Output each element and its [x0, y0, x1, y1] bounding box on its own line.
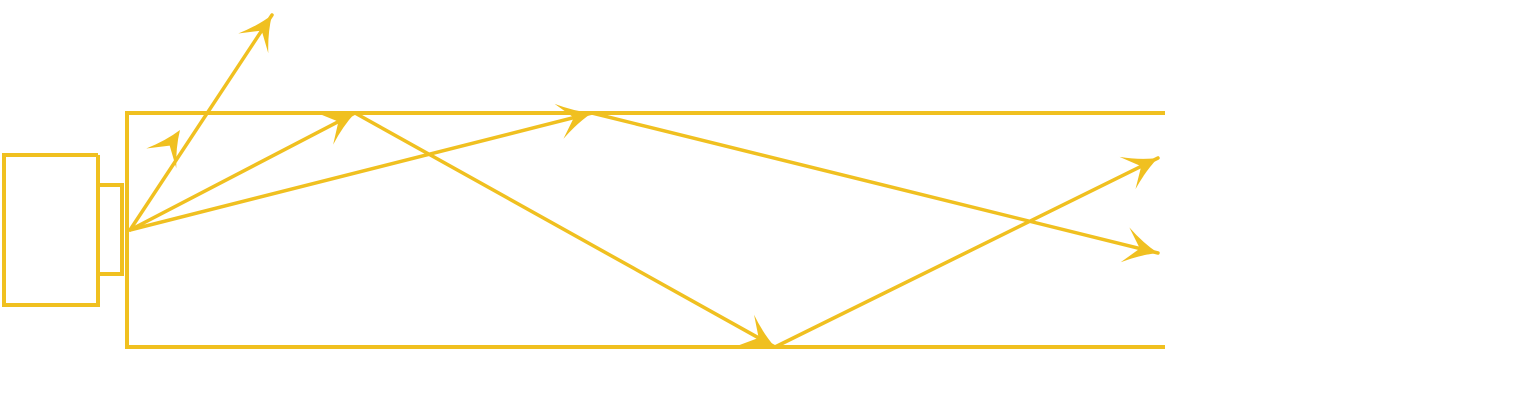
steep-ray-arrowhead-2 — [736, 314, 775, 347]
escaping-ray-arrowhead-1 — [238, 15, 272, 54]
steep-ray-arrowhead-1 — [316, 112, 355, 145]
escaping-ray-mid-arrowhead-1 — [146, 130, 180, 169]
light-source-box — [2, 153, 100, 307]
steep-ray-segment-reflected — [773, 156, 1160, 349]
shallow-ray-arrowhead-2 — [1120, 227, 1158, 263]
escaping-ray-segment-1 — [128, 13, 274, 232]
waveguide-channel — [125, 111, 1165, 349]
steep-ray-arrowhead-reflected — [1119, 156, 1158, 190]
shallow-ray-segment-1 — [128, 111, 594, 232]
shallow-ray-segment-2 — [590, 111, 1160, 255]
steep-ray-segment-1 — [128, 111, 357, 232]
steep-ray-segment-2 — [353, 111, 777, 349]
emitter — [96, 183, 124, 276]
rays-group — [128, 13, 1160, 349]
shallow-ray-arrowhead-1 — [554, 103, 592, 139]
